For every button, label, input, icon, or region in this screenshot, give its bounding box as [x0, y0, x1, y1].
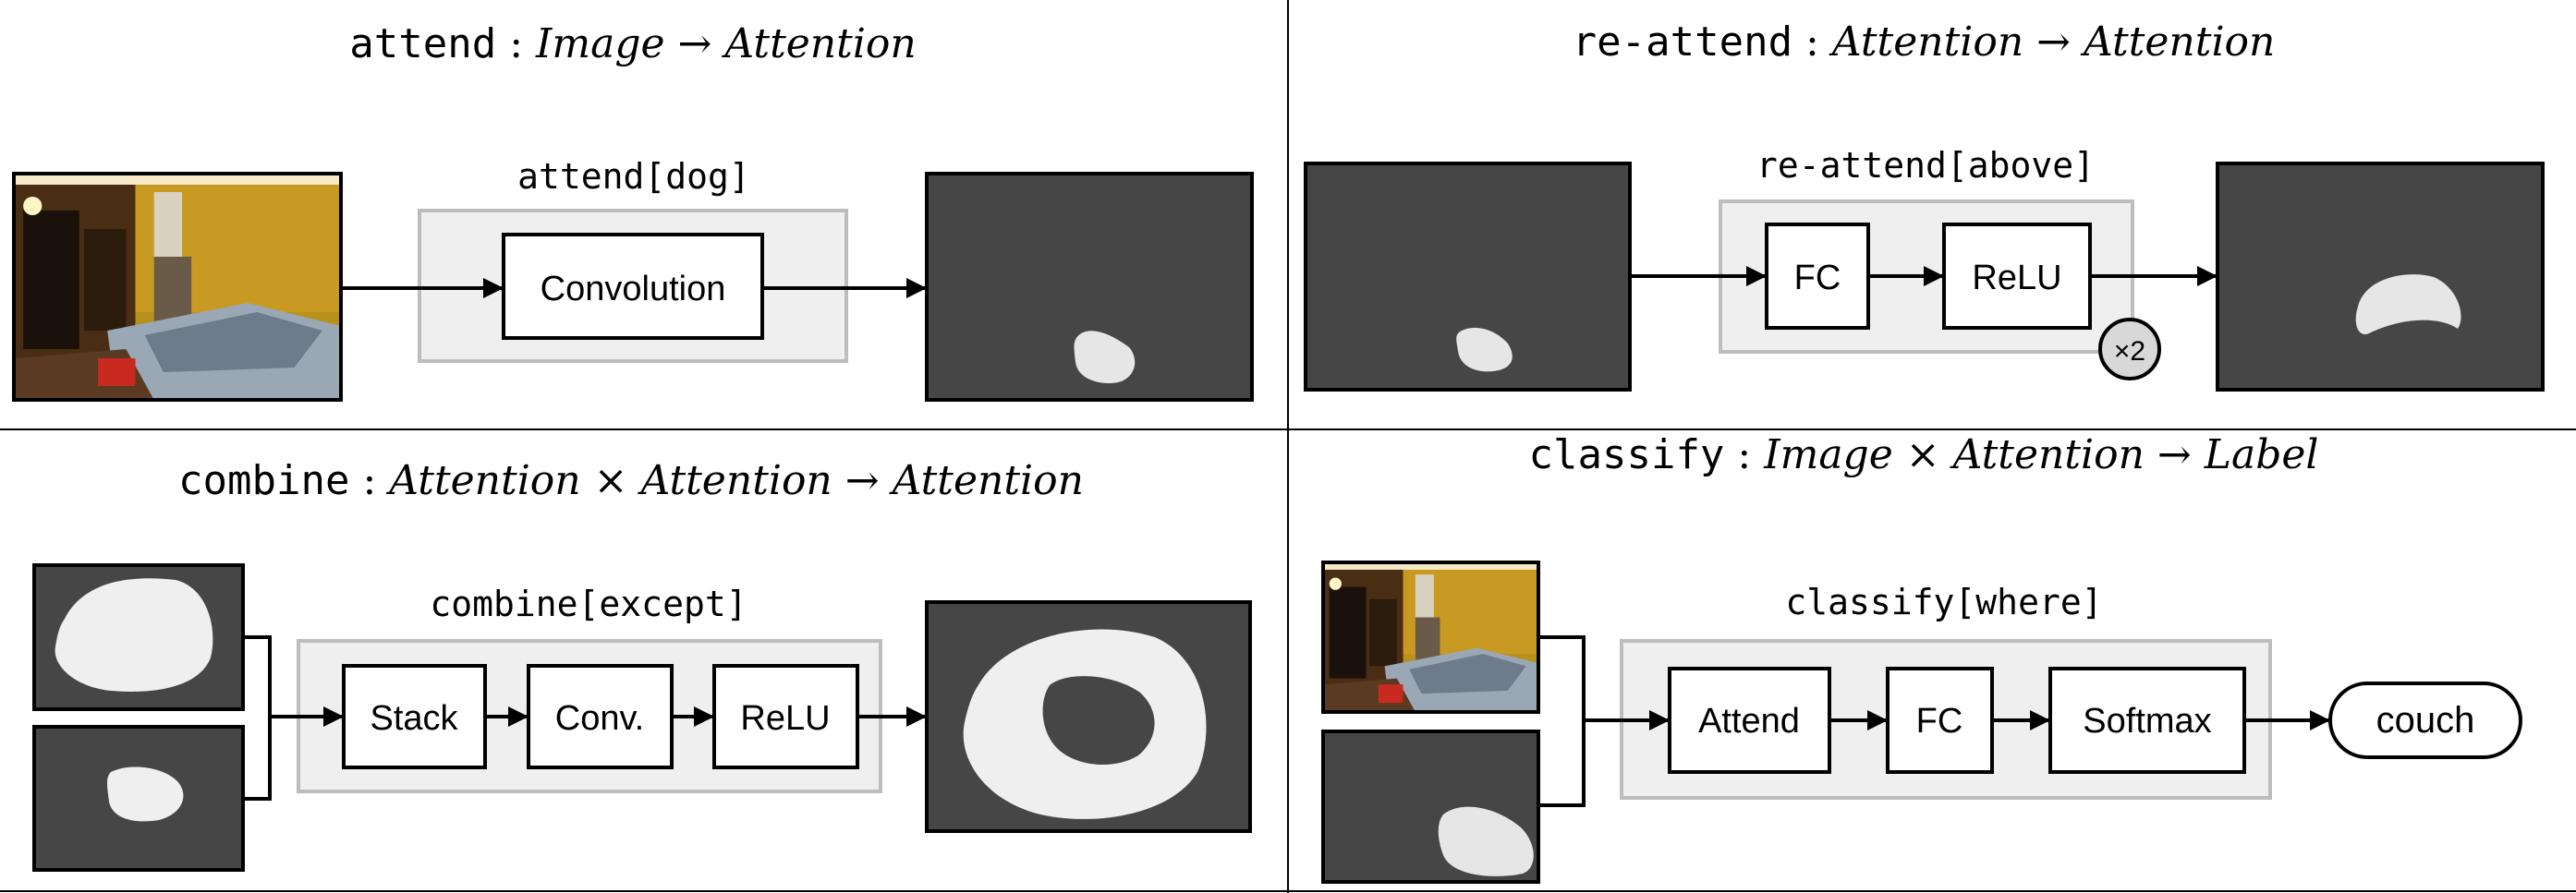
op-label: FC	[1794, 259, 1841, 297]
op-label: Conv.	[555, 699, 644, 738]
output-attention	[2216, 162, 2545, 392]
attention-blob	[1438, 806, 1534, 876]
op-label: Attend	[1698, 702, 1800, 741]
op-relu	[712, 664, 859, 769]
op-label: Convolution	[541, 270, 726, 308]
module-label-classify: classify[where]	[1785, 582, 2102, 622]
op-fc	[1886, 667, 1994, 774]
input-attention-2	[32, 725, 245, 872]
panel-title-attend: attend : Image → Attention	[349, 20, 916, 67]
op-softmax	[2048, 667, 2246, 774]
repeat-label: ×2	[2114, 336, 2145, 367]
module-label-reattend: re-attend[above]	[1756, 145, 2095, 186]
panel-title-reattend: re-attend : Attention → Attention	[1573, 18, 2276, 66]
panel-combine: combine : Attention × Attention → Attent…	[32, 457, 1252, 872]
op-convolution	[502, 233, 764, 340]
op-conv	[527, 664, 674, 769]
attention-blob	[2355, 274, 2461, 334]
panel-title-classify: classify : Image × Attention → Label	[1529, 431, 2319, 478]
output-label-text: couch	[2376, 700, 2475, 741]
module-label-combine: combine[except]	[430, 584, 747, 624]
panel-title-combine: combine : Attention × Attention → Attent…	[178, 457, 1084, 504]
panel-reattend: re-attend : Attention → Attention re-att…	[1304, 18, 2545, 392]
module-label-attend: attend[dog]	[517, 156, 750, 197]
op-stack	[342, 664, 487, 769]
attention-blob	[55, 578, 213, 692]
op-label: Stack	[370, 699, 458, 738]
op-label: FC	[1916, 702, 1963, 741]
attention-blob	[1456, 327, 1513, 372]
attention-blob	[107, 766, 184, 822]
panel-classify: classify : Image × Attention → Label cla…	[1321, 431, 2522, 884]
op-label: Softmax	[2083, 702, 2211, 741]
repeat-badge	[2098, 318, 2161, 380]
panel-attend: attend : Image → Attention attend[dog] C…	[12, 20, 1254, 402]
op-label: ReLU	[1972, 259, 2061, 297]
attention-ring	[963, 629, 1207, 819]
input-image	[14, 174, 341, 400]
op-label: ReLU	[740, 699, 830, 738]
input-image	[1323, 562, 1538, 712]
op-attend	[1668, 667, 1831, 774]
attention-blob	[1074, 331, 1136, 384]
